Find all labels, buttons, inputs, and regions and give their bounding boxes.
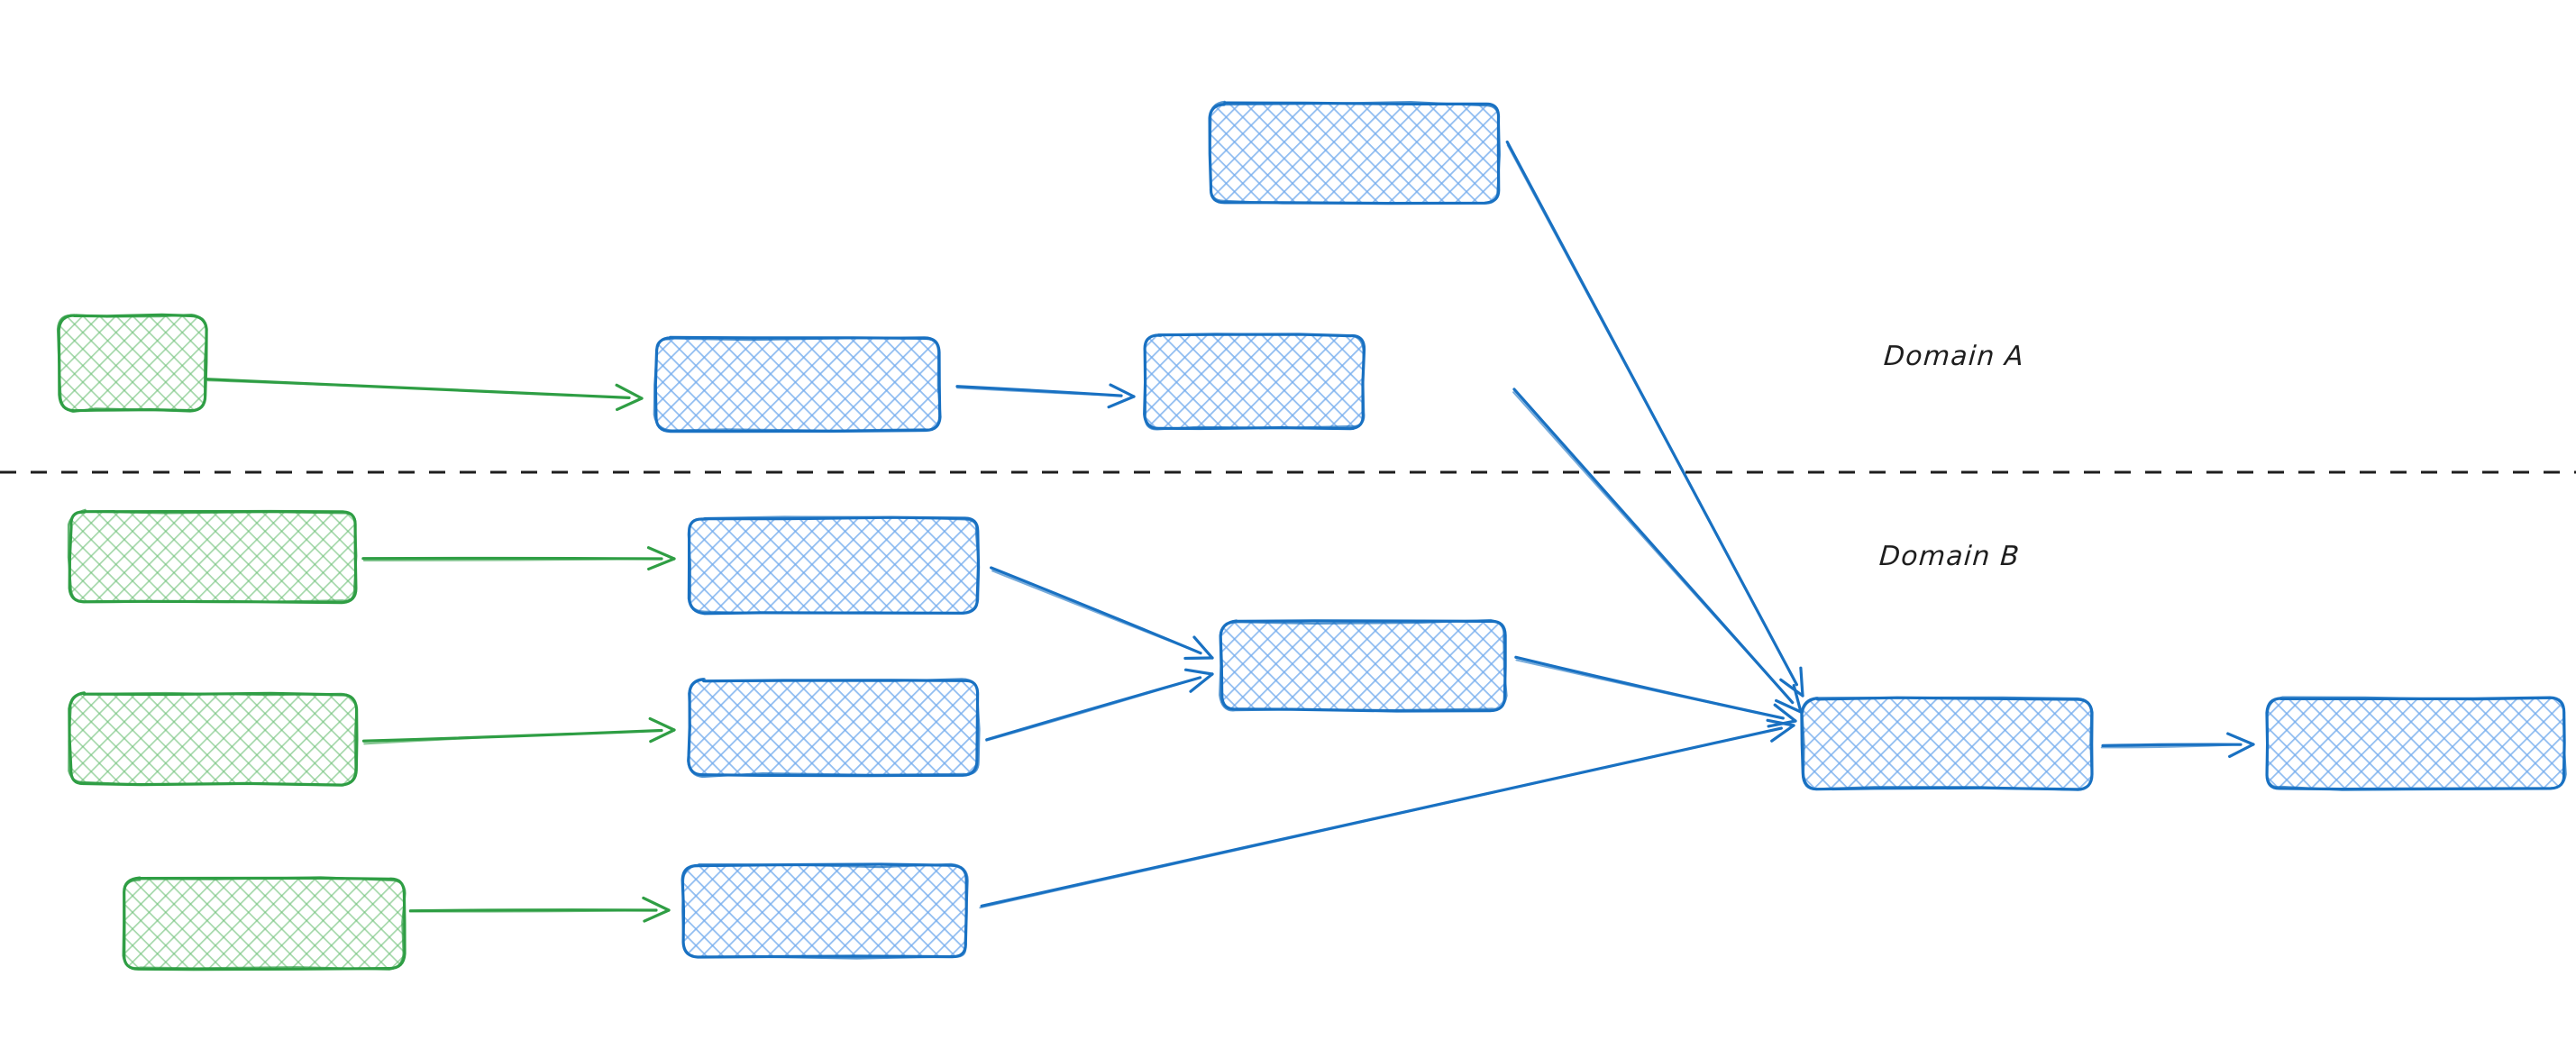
node-fill: [656, 338, 939, 431]
edge-arrowhead: [1770, 724, 1795, 743]
edge-arrowhead: [1192, 635, 1214, 660]
edge-arrowhead: [647, 557, 676, 571]
node-outline: [122, 876, 406, 971]
node-b-out[interactable]: [2265, 696, 2567, 791]
edge-b-proc-1-to-b-mid: [990, 566, 1214, 661]
node-b-src-3[interactable]: [122, 876, 406, 971]
node-fill: [70, 512, 356, 602]
domain-b-label: Domain B: [1877, 541, 2022, 572]
node-fill: [124, 879, 404, 969]
edge-shaft: [991, 570, 1202, 654]
domain-a-label: Domain A: [1882, 341, 2026, 372]
edge-b-hub-to-b-out: [2100, 732, 2255, 759]
edge-b-src-2-to-b-proc-2: [361, 716, 676, 745]
node-a-top[interactable]: [1208, 100, 1502, 205]
edge-b-mid-to-b-hub: [1514, 655, 1797, 728]
edge-arrowhead: [642, 896, 671, 912]
edge-shaft: [955, 387, 1123, 397]
edge-arrowhead: [649, 728, 676, 743]
node-outline: [687, 678, 981, 779]
node-fill: [1145, 335, 1364, 428]
node-outline: [2265, 696, 2567, 791]
edge-shaft: [206, 379, 631, 399]
edge-shaft: [985, 676, 1201, 742]
node-outline: [1801, 696, 2093, 791]
node-layer: [56, 100, 2567, 971]
node-outline: [67, 508, 358, 604]
edge-shaft: [363, 729, 663, 745]
edge-arrowhead: [1183, 656, 1214, 661]
edge-arrowhead: [1775, 698, 1803, 714]
node-a-proc-2[interactable]: [1143, 333, 1366, 431]
edge-shaft: [2100, 743, 2242, 749]
edge-shaft: [1515, 659, 1785, 719]
node-outline: [653, 336, 942, 432]
edge-arrowhead: [1766, 718, 1795, 727]
node-fill: [690, 680, 978, 775]
node-b-src-2[interactable]: [68, 691, 359, 787]
edge-arrowhead: [1799, 666, 1804, 698]
node-a-proc-1[interactable]: [653, 335, 942, 433]
edge-arrowhead: [616, 397, 644, 412]
edge-a-src-1-to-a-proc-1: [205, 378, 644, 412]
node-b-proc-1[interactable]: [687, 515, 981, 616]
edge-arrowhead: [1189, 672, 1214, 693]
edge-a-top-to-b-hub: [1505, 140, 1804, 698]
node-a-src-1[interactable]: [56, 313, 208, 414]
node-b-src-1[interactable]: [67, 508, 358, 605]
node-fill: [1210, 104, 1499, 203]
edge-shaft: [362, 558, 662, 561]
node-fill: [690, 518, 978, 613]
node-fill: [70, 694, 356, 784]
node-b-proc-2[interactable]: [687, 678, 981, 779]
edge-shaft: [979, 727, 1783, 909]
node-fill: [59, 315, 206, 410]
edge-layer: [205, 140, 2255, 923]
edge-arrowhead: [615, 383, 644, 400]
edge-arrowhead: [1107, 395, 1136, 409]
edge-b-proc-2-to-b-mid: [985, 668, 1214, 742]
edge-arrowhead: [2228, 743, 2255, 759]
edge-arrowhead: [2226, 732, 2255, 746]
node-outline: [687, 515, 981, 615]
node-b-hub[interactable]: [1800, 696, 2094, 791]
node-fill: [1803, 698, 2091, 789]
edge-arrowhead: [1792, 683, 1803, 714]
edge-b-proc-3-to-b-hub: [979, 718, 1795, 909]
node-b-mid[interactable]: [1219, 618, 1508, 713]
node-fill: [2267, 698, 2564, 789]
edge-arrowhead: [1183, 668, 1214, 676]
edge-shaft: [1506, 144, 1798, 686]
edge-arrowhead: [1109, 383, 1136, 398]
node-outline: [68, 691, 358, 787]
edge-arrowhead: [643, 908, 671, 923]
node-outline: [1219, 618, 1508, 712]
node-b-proc-3[interactable]: [681, 862, 969, 960]
edge-b-src-3-to-b-proc-3: [408, 896, 671, 923]
edge-b-src-1-to-b-proc-1: [361, 546, 676, 571]
edge-shaft: [1512, 391, 1794, 704]
edge-arrowhead: [1779, 678, 1804, 698]
edge-arrowhead: [648, 716, 676, 732]
edge-arrowhead: [646, 546, 676, 561]
node-outline: [1144, 333, 1366, 431]
edge-a-proc-1-to-a-proc-2: [955, 383, 1136, 409]
node-fill: [1221, 622, 1505, 710]
edge-arrowhead: [1773, 703, 1797, 723]
node-fill: [683, 865, 966, 957]
node-outline: [681, 862, 969, 960]
node-outline: [56, 314, 208, 414]
node-outline: [1209, 100, 1502, 205]
edge-a-proc-2-to-b-hub: [1512, 388, 1803, 714]
edge-shaft: [408, 909, 657, 913]
